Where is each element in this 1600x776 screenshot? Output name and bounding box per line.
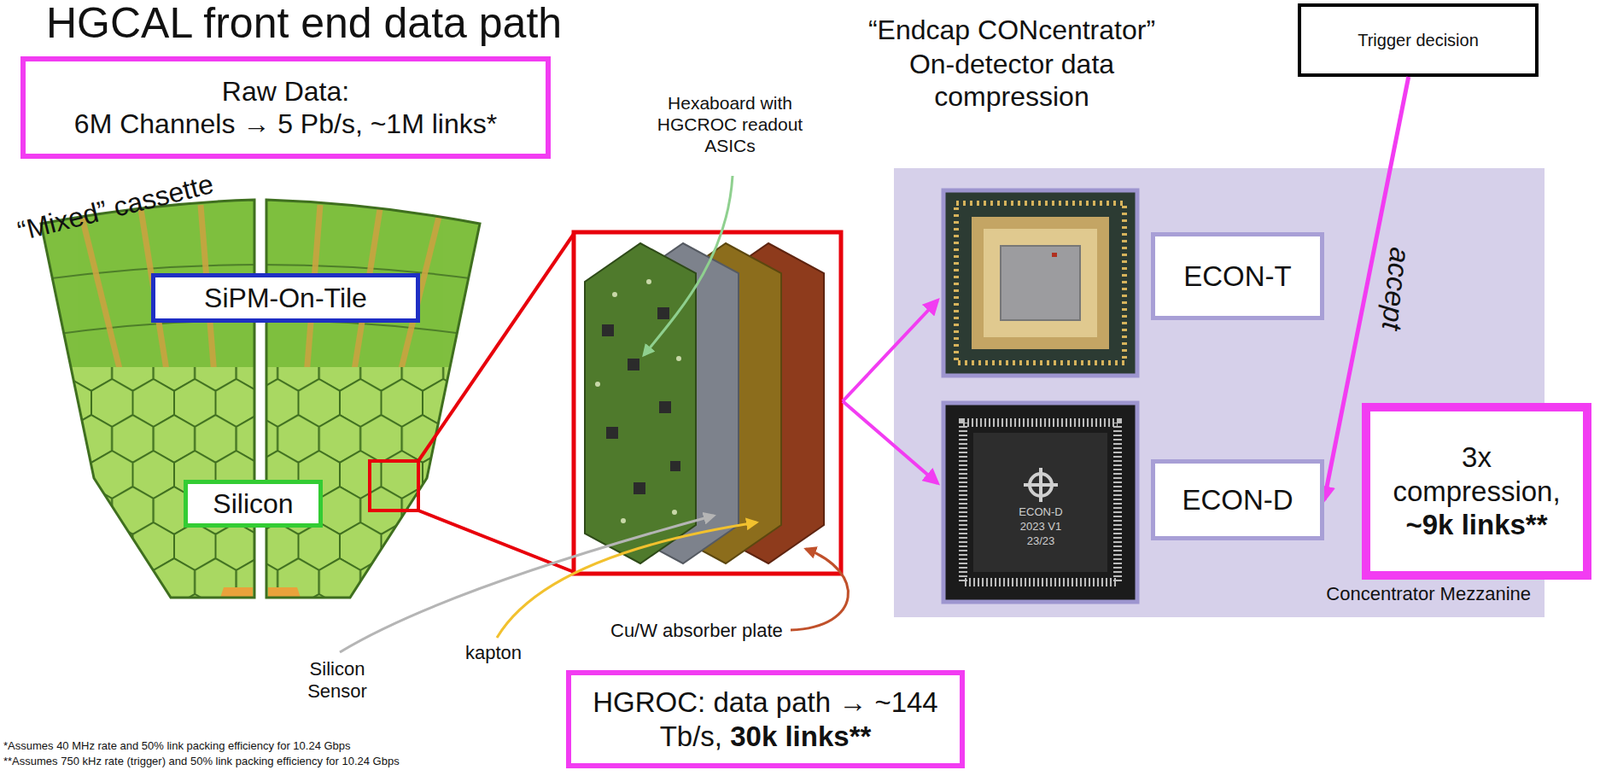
chip-marking: ECON-D xyxy=(1018,505,1063,520)
box-text: Raw Data: xyxy=(221,75,350,108)
slide-title: HGCAL front end data path xyxy=(46,0,562,47)
box-text: SiPM-On-Tile xyxy=(204,281,368,315)
box-text: ~9k links** xyxy=(1405,508,1548,543)
trigger-box: Trigger decision xyxy=(1297,3,1539,77)
box-text: 6M Channels → 5 Pb/s, ~1M links* xyxy=(74,107,497,141)
box-text: ECON-D xyxy=(1181,483,1293,518)
footnote: *Assumes 40 MHz rate and 50% link packin… xyxy=(3,739,351,754)
econ-t-box: ECON-T xyxy=(1150,232,1325,321)
box-text: 30k links** xyxy=(729,720,871,753)
sipm-region-label: SiPM-On-Tile xyxy=(151,273,421,323)
data-rate-box: Raw Data:6M Channels → 5 Pb/s, ~1M links… xyxy=(20,56,551,159)
concentrator-heading: “Endcap CONcentrator” xyxy=(868,13,1156,47)
silicon-region-label: Silicon xyxy=(183,479,323,528)
box-text: Silicon xyxy=(212,487,293,520)
sensor-label: Silicon Sensor xyxy=(294,658,380,704)
chip-marking: 23/23 xyxy=(1027,534,1056,549)
box-text: ECON-T xyxy=(1183,259,1292,294)
panel-caption: Concentrator Mezzanine xyxy=(1325,583,1531,606)
kapton-label: kapton xyxy=(465,642,522,665)
footnote: **Assumes 750 kHz rate (trigger) and 50%… xyxy=(3,754,400,769)
absorber-label: Cu/W absorber plate xyxy=(610,619,783,643)
hexaboard-label: Hexaboard with HGCROC readout ASICs xyxy=(644,92,816,158)
compression-box: 3x compression,~9k links** xyxy=(1361,402,1592,580)
concentrator-subheading: On-detector data compression xyxy=(883,47,1140,114)
box-text: Trigger decision xyxy=(1357,29,1479,51)
econ-d-box: ECON-D xyxy=(1150,459,1325,541)
chip-marking: 2023 V1 xyxy=(1020,519,1062,534)
box-text: 3x compression, xyxy=(1382,440,1571,509)
text-row: HGROC: data path → ~144 Tb/s, 30k links*… xyxy=(583,685,948,754)
hgroc-rate-box: HGROC: data path → ~144 Tb/s, 30k links*… xyxy=(566,670,965,769)
